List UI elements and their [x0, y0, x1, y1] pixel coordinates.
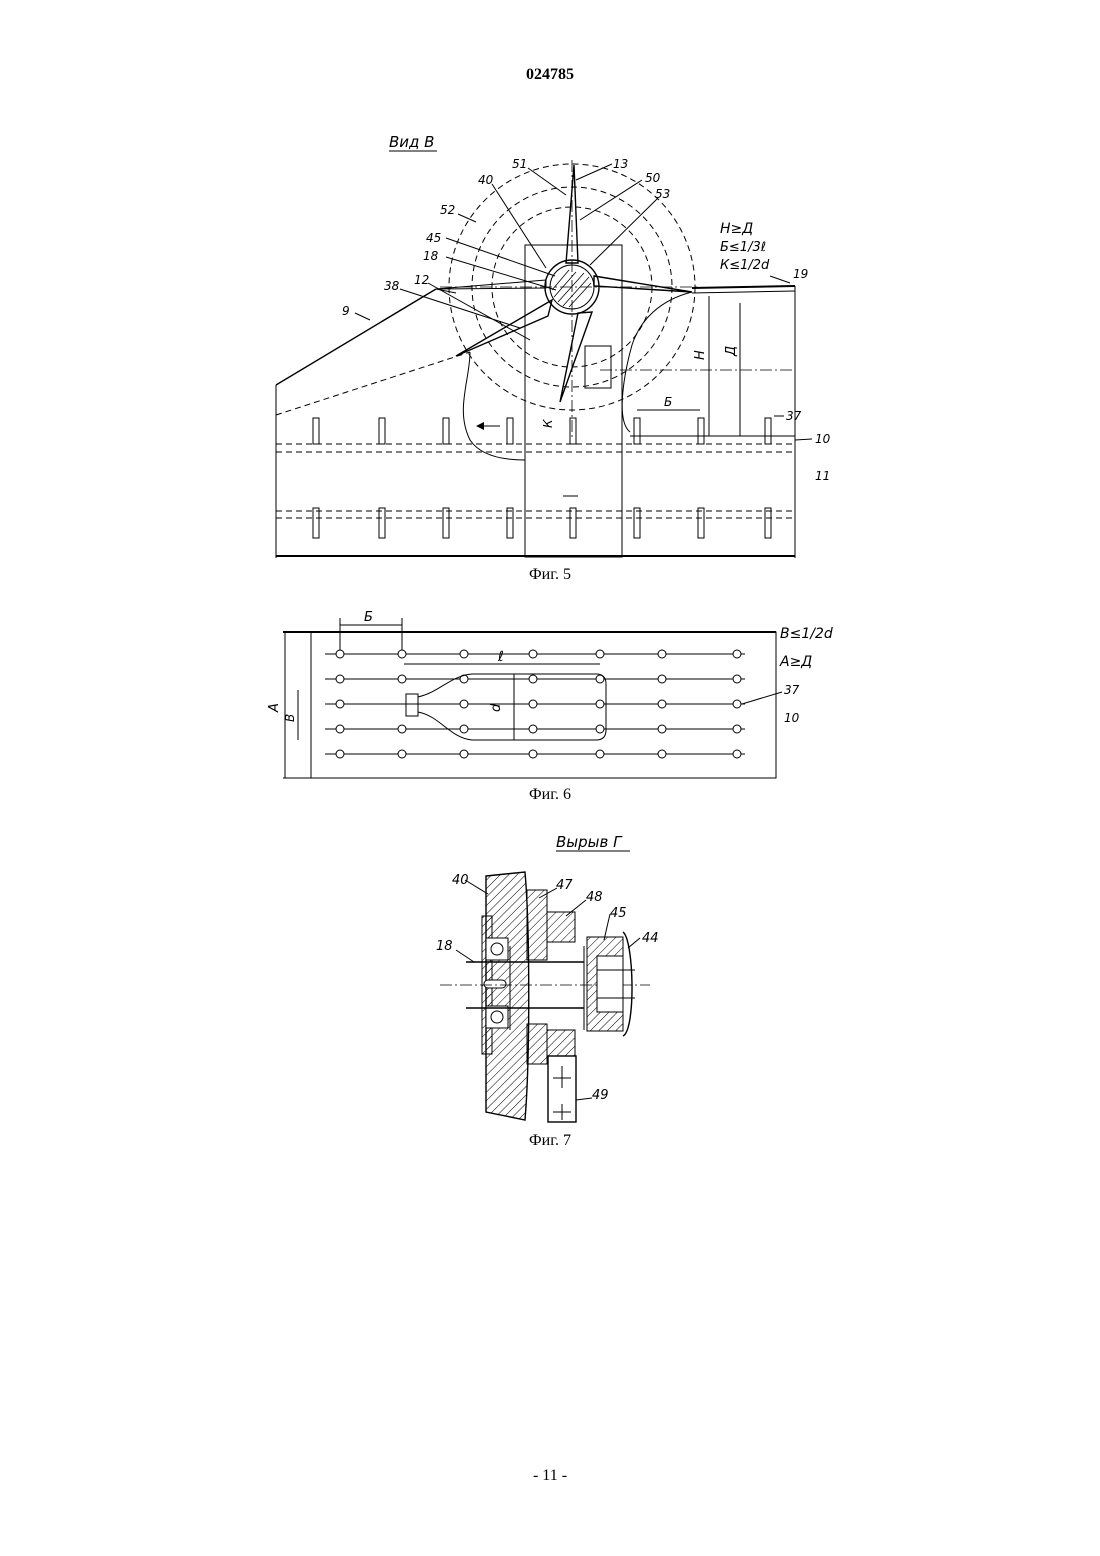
fig5-label-9: 9 — [342, 304, 350, 318]
fig5-dim-K: К — [541, 419, 555, 428]
fig5-label-18: 18 — [423, 249, 439, 263]
fig6-condition-1: В≤1/2d — [780, 626, 833, 642]
fig5-view-title: Вид В — [389, 133, 434, 151]
fig5-label-52: 52 — [440, 203, 455, 217]
fig5-label-40: 40 — [478, 173, 494, 187]
fig5-condition-3: К≤1/2d — [720, 258, 770, 273]
fig5-label-45: 45 — [426, 231, 441, 245]
fig7-label-48: 48 — [586, 890, 603, 905]
figure-5-drawing: Вид В H≥Д Б≤1/3ℓ К≤1/2d — [0, 130, 1100, 570]
fig6-dim-B: Б — [364, 610, 373, 625]
fig6-label-10: 10 — [784, 711, 800, 725]
fig7-label-45: 45 — [610, 906, 627, 921]
fig7-label-44: 44 — [642, 931, 659, 946]
fig5-label-11: 11 — [815, 469, 830, 483]
fig6-dim-E: ℓ — [497, 649, 504, 665]
fig5-dim-B: Б — [664, 395, 672, 409]
fig5-caption: Фиг. 5 — [0, 566, 1100, 584]
fig6-condition-2: А≥Д — [779, 654, 812, 670]
fig5-dim-H: H — [693, 350, 708, 360]
fig5-label-38: 38 — [384, 279, 400, 293]
fig5-dim-D: Д — [724, 346, 739, 357]
fig5-label-10: 10 — [815, 432, 831, 446]
fig5-label-50: 50 — [645, 171, 661, 185]
fig5-label-19: 19 — [793, 267, 808, 281]
fig5-label-51: 51 — [512, 157, 527, 171]
fig6-dim-V: В — [283, 714, 297, 722]
fig6-dim-d: d — [489, 703, 504, 712]
fig5-label-53: 53 — [655, 187, 670, 201]
fig7-caption: Фиг. 7 — [0, 1132, 1100, 1150]
fig6-caption: Фиг. 6 — [0, 786, 1100, 804]
fig7-label-18: 18 — [436, 939, 453, 954]
fig7-label-40: 40 — [452, 873, 469, 888]
fig7-label-49: 49 — [592, 1088, 609, 1103]
fig7-view-title: Вырыв Г — [556, 833, 623, 851]
figure-6-drawing: А В Б ℓ d В≤1/2d А≥Д 37 10 — [0, 605, 1100, 780]
fig5-condition-1: H≥Д — [720, 221, 753, 237]
fig5-condition-2: Б≤1/3ℓ — [720, 240, 766, 255]
patent-number: 024785 — [0, 66, 1100, 84]
fig5-label-12: 12 — [414, 273, 429, 287]
fig7-label-47: 47 — [556, 878, 573, 893]
page-footer: - 11 - — [0, 1467, 1100, 1485]
figure-7-drawing: Вырыв Г 40 47 48 45 44 18 49 — [0, 825, 1100, 1135]
fig6-dim-A: А — [267, 703, 282, 713]
fig5-label-13: 13 — [613, 157, 628, 171]
fig5-label-37: 37 — [786, 409, 802, 423]
fig6-label-37: 37 — [784, 683, 800, 697]
